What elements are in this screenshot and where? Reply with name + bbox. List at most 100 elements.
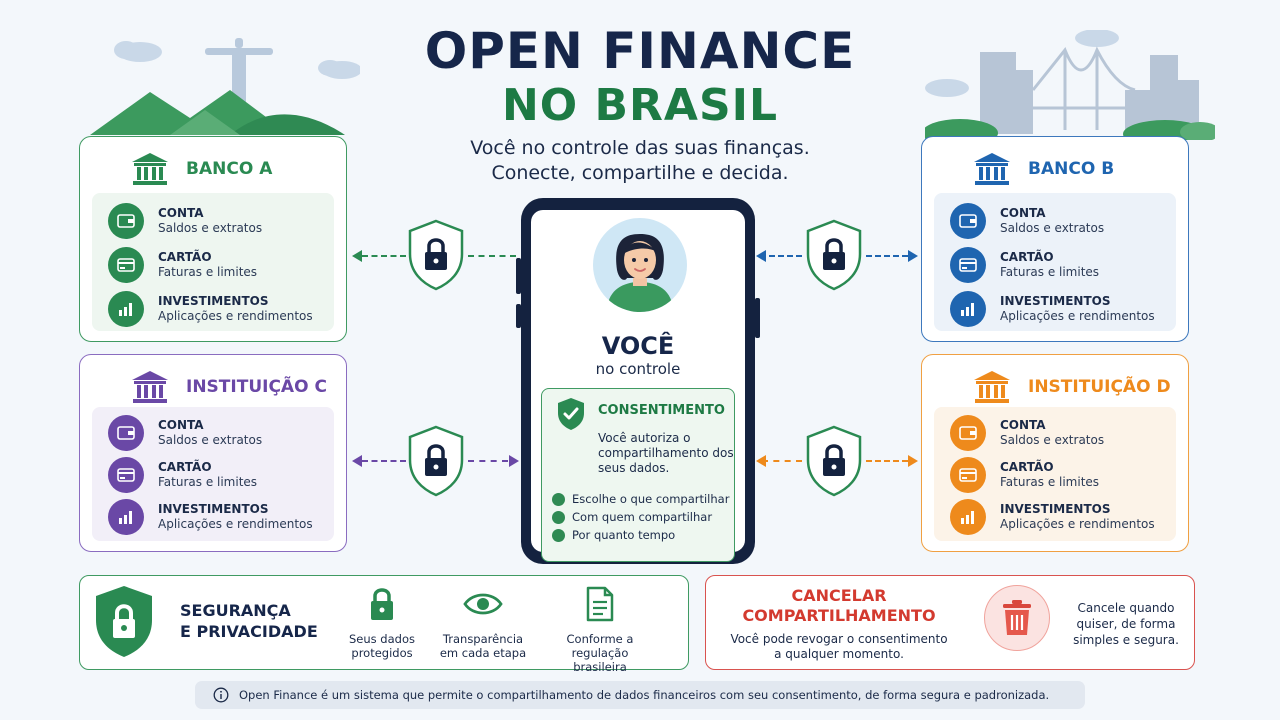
product-desc: Faturas e limites <box>158 475 258 489</box>
user-sublabel: no controle <box>595 360 681 378</box>
product-title: CONTA <box>158 418 204 432</box>
phone-side-button <box>516 258 521 294</box>
consent-check-item: Por quanto tempo <box>552 527 675 543</box>
product-title: INVESTIMENTOS <box>158 502 269 516</box>
cancel-description-line-2: a qualquer momento. <box>774 647 904 661</box>
product-desc: Faturas e limites <box>1000 265 1100 279</box>
product-title: CARTÃO <box>158 460 212 474</box>
shield-check-icon <box>558 398 584 430</box>
arrow-right-icon <box>509 455 519 467</box>
user-avatar-icon <box>607 234 673 312</box>
product-title: CONTA <box>1000 206 1046 220</box>
phone-screen: VOCÊ no controle CONSENTIMENTO Você auto… <box>531 210 745 562</box>
wallet-icon <box>108 203 144 239</box>
credit-card-icon <box>950 247 986 283</box>
card-name: BANCO B <box>1028 159 1115 179</box>
feature-label-line-1: Conforme a <box>566 632 634 646</box>
card-name: INSTITUIÇÃO D <box>1028 377 1171 397</box>
connector-line <box>468 460 508 462</box>
feature-label-line-2: em cada etapa <box>439 646 527 660</box>
info-icon <box>213 687 229 703</box>
security-title-line-2: E PRIVACIDADE <box>180 622 318 641</box>
credit-card-icon <box>108 457 144 493</box>
phone-side-button <box>755 298 760 338</box>
product-title: CONTA <box>158 206 204 220</box>
connector-line <box>362 460 406 462</box>
feature-label-line-1: Transparência <box>442 632 524 646</box>
product-desc: Saldos e extratos <box>1000 433 1105 447</box>
shield-lock-icon <box>806 219 862 291</box>
card-header: INSTITUIÇÃO D <box>972 369 1171 405</box>
wallet-icon <box>950 415 986 451</box>
product-desc: Aplicações e rendimentos <box>1000 517 1155 531</box>
bank-icon <box>132 153 168 185</box>
feature-label-line-2: protegidos <box>351 646 413 660</box>
feature-label-line-2: regulação brasileira <box>571 646 629 674</box>
bar-chart-icon <box>950 499 986 535</box>
footer-info-bar: Open Finance é um sistema que permite o … <box>195 681 1085 709</box>
connector-line <box>866 255 908 257</box>
cancel-note: Cancele quando quiser, de forma simples … <box>1066 600 1186 648</box>
product-title: INVESTIMENTOS <box>1000 502 1111 516</box>
product-desc: Aplicações e rendimentos <box>158 309 313 323</box>
product-desc: Saldos e extratos <box>158 433 263 447</box>
document-icon <box>586 586 614 622</box>
consent-check-item: Com quem compartilhar <box>552 509 712 525</box>
security-title: SEGURANÇA E PRIVACIDADE <box>180 600 318 642</box>
eye-icon <box>463 593 503 615</box>
trash-icon <box>984 585 1050 651</box>
connector-line <box>468 255 516 257</box>
cancel-title: CANCELAR COMPARTILHAMENTO <box>706 586 972 626</box>
bar-chart-icon <box>950 291 986 327</box>
bar-chart-icon <box>108 291 144 327</box>
avatar <box>593 218 687 312</box>
page-subtitle-title: NO BRASIL <box>501 80 779 131</box>
tagline-line-1: Você no controle das suas finanças. <box>470 137 810 159</box>
credit-card-icon <box>950 457 986 493</box>
connector-line <box>760 255 802 257</box>
product-desc: Saldos e extratos <box>1000 221 1105 235</box>
check-icon <box>552 492 565 506</box>
product-desc: Faturas e limites <box>1000 475 1100 489</box>
wallet-icon <box>950 203 986 239</box>
shield-lock-icon <box>96 586 152 657</box>
bar-chart-icon <box>108 499 144 535</box>
card-name: BANCO A <box>186 159 273 179</box>
arrow-left-icon <box>756 250 766 262</box>
city-skyline-decoration <box>925 30 1215 140</box>
product-title: INVESTIMENTOS <box>1000 294 1111 308</box>
credit-card-icon <box>108 247 144 283</box>
shield-lock-icon <box>408 425 464 497</box>
arrow-right-icon <box>908 250 918 262</box>
bank-icon <box>132 371 168 403</box>
consent-title: CONSENTIMENTO <box>598 403 725 418</box>
cancel-title-line-1: CANCELAR <box>791 586 887 605</box>
footer-text: Open Finance é um sistema que permite o … <box>239 688 1050 702</box>
product-title: CARTÃO <box>1000 250 1054 264</box>
bank-icon <box>974 371 1010 403</box>
security-title-line-1: SEGURANÇA <box>180 601 291 620</box>
card-header: BANCO A <box>130 151 272 187</box>
card-header: BANCO B <box>972 151 1114 187</box>
cancel-note-line-1: Cancele quando <box>1077 601 1175 615</box>
tagline-line-2: Conecte, compartilhe e decida. <box>491 162 789 184</box>
